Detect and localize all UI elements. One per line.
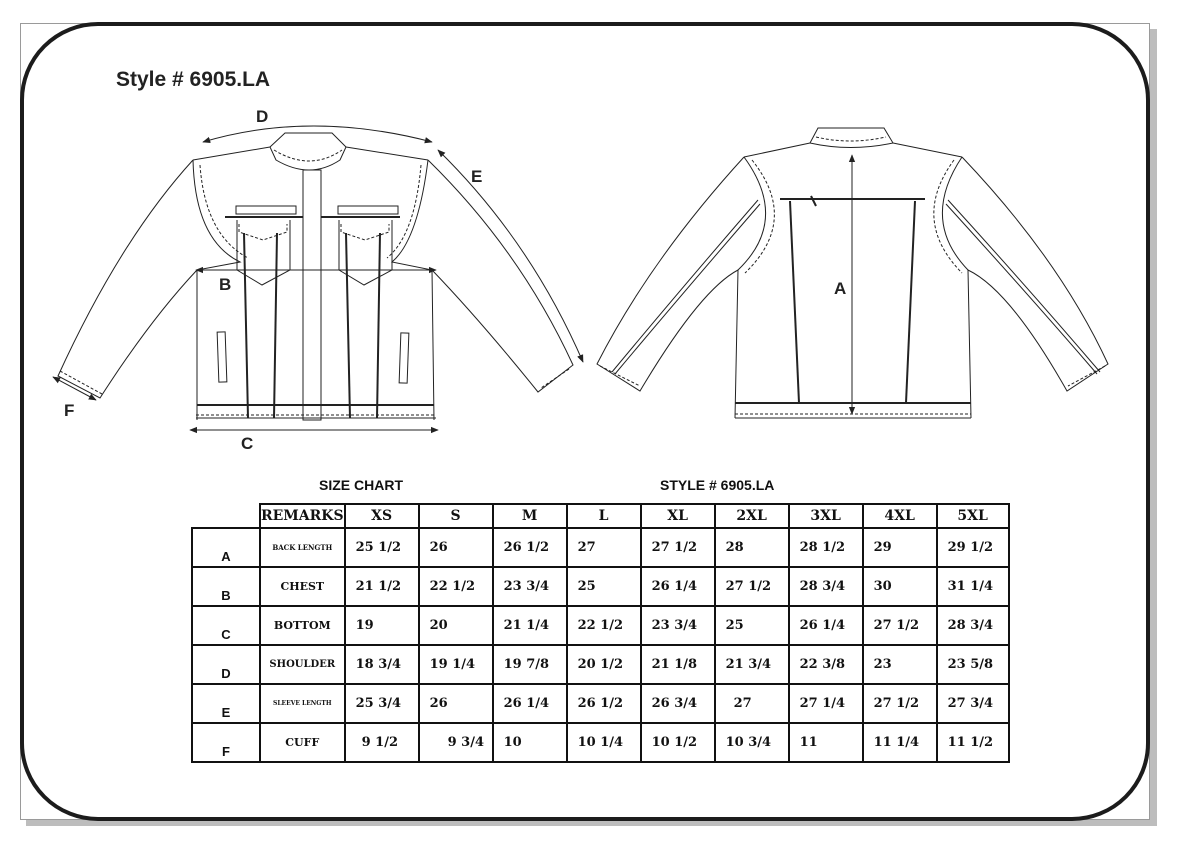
cell-value: 30 — [861, 566, 938, 607]
header-size: 2XL — [713, 503, 790, 529]
dimension-label-a: A — [834, 279, 846, 298]
row-remark: SLEEVE LENGTH — [259, 683, 346, 724]
cell-value: 25 — [713, 605, 790, 646]
cell-value: 27 — [565, 527, 642, 568]
cell-value: 27 1/2 — [639, 527, 716, 568]
cell-value: 26 3/4 — [639, 683, 716, 724]
row-remark: BOTTOM — [259, 605, 346, 646]
table-row: F CUFF 9 1/2 9 3/4 10 10 1/4 10 1/2 10 3… — [191, 722, 1010, 763]
cell-value: 22 1/2 — [565, 605, 642, 646]
cell-value: 9 3/4 — [417, 722, 494, 763]
header-size: M — [491, 503, 568, 529]
row-remark: CHEST — [259, 566, 346, 607]
table-row: D SHOULDER 18 3/4 19 1/4 19 7/8 20 1/2 2… — [191, 644, 1010, 685]
cell-value: 10 3/4 — [713, 722, 790, 763]
back-jacket-drawing — [596, 127, 1109, 419]
cell-value: 26 1/2 — [565, 683, 642, 724]
row-letter: C — [191, 605, 261, 646]
table-header-row: REMARKS XS S M L XL 2XL 3XL 4XL 5XL — [192, 503, 1010, 529]
header-size: XL — [639, 503, 716, 529]
cell-value: 20 — [417, 605, 494, 646]
dimension-label-e: E — [471, 167, 482, 186]
row-letter: E — [191, 683, 261, 724]
header-size: L — [565, 503, 642, 529]
cell-value: 19 7/8 — [491, 644, 568, 685]
cell-value: 28 — [713, 527, 790, 568]
row-remark: SHOULDER — [259, 644, 346, 685]
cell-value: 20 1/2 — [565, 644, 642, 685]
cell-value: 10 1/4 — [565, 722, 642, 763]
front-jacket-drawing — [52, 125, 584, 434]
header-size: 3XL — [787, 503, 864, 529]
size-chart-table: REMARKS XS S M L XL 2XL 3XL 4XL 5XL A BA… — [191, 503, 1010, 763]
cell-value: 28 3/4 — [787, 566, 864, 607]
cell-value: 31 1/4 — [935, 566, 1010, 607]
cell-value: 25 — [565, 566, 642, 607]
row-letter: D — [191, 644, 261, 685]
cell-value: 10 — [491, 722, 568, 763]
cell-value: 29 1/2 — [935, 527, 1010, 568]
cell-value: 23 3/4 — [491, 566, 568, 607]
header-size: 4XL — [861, 503, 938, 529]
cell-value: 27 1/2 — [713, 566, 790, 607]
cell-value: 9 1/2 — [343, 722, 420, 763]
table-row: A BACK LENGTH 25 1/2 26 26 1/2 27 27 1/2… — [191, 527, 1010, 568]
dimension-label-d: D — [256, 107, 268, 126]
row-letter: B — [191, 566, 261, 607]
cell-value: 21 1/4 — [491, 605, 568, 646]
cell-value: 23 3/4 — [639, 605, 716, 646]
row-remark: BACK LENGTH — [259, 527, 346, 568]
size-chart-title: SIZE CHART — [319, 477, 403, 493]
cell-value: 27 — [713, 683, 790, 724]
style-number-title: STYLE # 6905.LA — [660, 477, 775, 493]
cell-value: 22 3/8 — [787, 644, 864, 685]
cell-value: 10 1/2 — [639, 722, 716, 763]
cell-value: 27 1/2 — [861, 605, 938, 646]
dimension-label-b: B — [219, 275, 231, 294]
cell-value: 26 1/2 — [491, 527, 568, 568]
table-row: C BOTTOM 19 20 21 1/4 22 1/2 23 3/4 25 2… — [191, 605, 1010, 646]
cell-value: 25 3/4 — [343, 683, 420, 724]
cell-value: 27 1/2 — [861, 683, 938, 724]
row-remark: CUFF — [259, 722, 346, 763]
cell-value: 21 3/4 — [713, 644, 790, 685]
cell-value: 27 1/4 — [787, 683, 864, 724]
cell-value: 18 3/4 — [343, 644, 420, 685]
row-letter: F — [191, 722, 261, 763]
dimension-label-f: F — [64, 401, 74, 420]
cell-value: 26 1/4 — [787, 605, 864, 646]
header-size: S — [417, 503, 494, 529]
dimension-label-c: C — [241, 434, 253, 453]
cell-value: 21 1/8 — [639, 644, 716, 685]
cell-value: 26 — [417, 527, 494, 568]
cell-value: 19 — [343, 605, 420, 646]
cell-value: 11 1/2 — [935, 722, 1010, 763]
table-row: E SLEEVE LENGTH 25 3/4 26 26 1/4 26 1/2 … — [191, 683, 1010, 724]
cell-value: 25 1/2 — [343, 527, 420, 568]
cell-value: 28 3/4 — [935, 605, 1010, 646]
cell-value: 28 1/2 — [787, 527, 864, 568]
header-blank-cell — [192, 504, 260, 529]
header-size: XS — [343, 503, 420, 529]
style-title: Style # 6905.LA — [116, 68, 271, 91]
header-size: 5XL — [935, 503, 1010, 529]
cell-value: 26 1/4 — [639, 566, 716, 607]
cell-value: 26 1/4 — [491, 683, 568, 724]
cell-value: 26 — [417, 683, 494, 724]
cell-value: 19 1/4 — [417, 644, 494, 685]
cell-value: 23 5/8 — [935, 644, 1010, 685]
cell-value: 21 1/2 — [343, 566, 420, 607]
cell-value: 23 — [861, 644, 938, 685]
cell-value: 27 3/4 — [935, 683, 1010, 724]
cell-value: 29 — [861, 527, 938, 568]
cell-value: 11 — [787, 722, 864, 763]
table-row: B CHEST 21 1/2 22 1/2 23 3/4 25 26 1/4 2… — [191, 566, 1010, 607]
cell-value: 22 1/2 — [417, 566, 494, 607]
cell-value: 11 1/4 — [861, 722, 938, 763]
row-letter: A — [191, 527, 261, 568]
rounded-frame — [20, 22, 1150, 821]
header-remarks: REMARKS — [259, 503, 346, 529]
